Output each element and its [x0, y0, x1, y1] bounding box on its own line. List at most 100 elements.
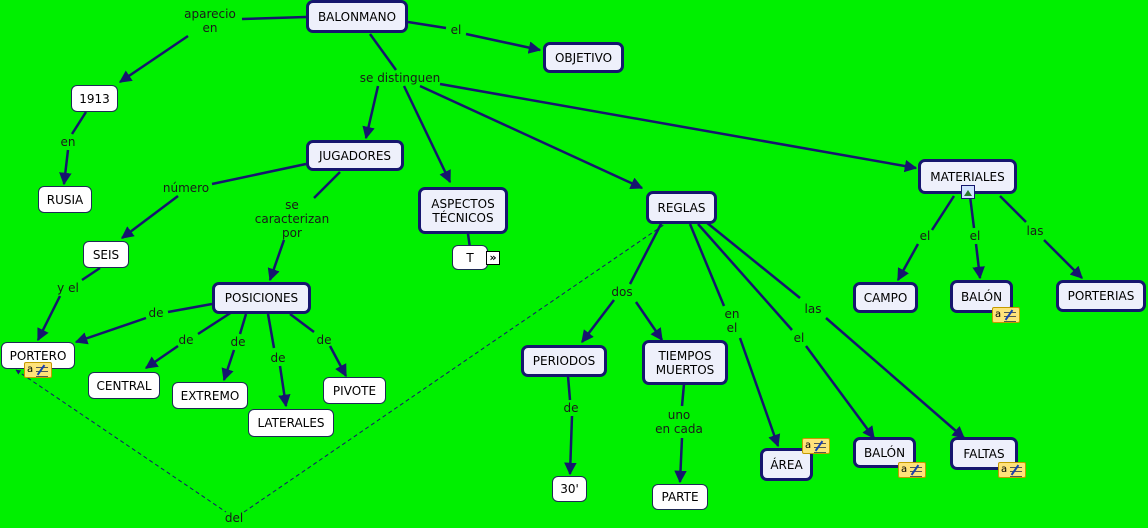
link-mat-el1	[930, 195, 956, 231]
annotation-icon[interactable]: a	[998, 462, 1026, 478]
annotation-icon[interactable]: a	[992, 307, 1020, 323]
image-icon[interactable]	[961, 185, 975, 199]
link-las-faltas	[825, 317, 965, 439]
concept-central[interactable]: CENTRAL	[88, 372, 160, 399]
linking-phrase-se-distinguen: se distinguen	[359, 71, 441, 85]
linking-phrase-las-faltas: las	[804, 302, 822, 316]
concept-parte[interactable]: PARTE	[652, 484, 708, 510]
annotation-icon[interactable]: a	[24, 362, 52, 378]
concept-30[interactable]: 30'	[552, 476, 587, 502]
link-el-balonmat	[972, 243, 985, 280]
concept-extremo[interactable]: EXTREMO	[172, 382, 248, 409]
concept-seis[interactable]: SEIS	[83, 241, 129, 268]
link-jugadores-numero	[211, 162, 307, 186]
linking-phrase-en: en	[60, 135, 76, 149]
link-sd-jugadores	[362, 85, 380, 140]
concept-periodos[interactable]: PERIODOS	[521, 345, 607, 377]
linking-phrase-de-portero: de	[148, 306, 164, 320]
link-en-rusia	[59, 149, 72, 186]
annotation-icon[interactable]: a	[898, 462, 926, 478]
link-pos-de3	[238, 313, 248, 335]
linking-phrase-del: del	[224, 511, 244, 525]
link-reglas-las	[705, 221, 801, 299]
link-tiempos-uno	[680, 383, 686, 407]
linking-phrase-dos: dos	[611, 285, 633, 299]
concept-aspectos-tecnicos[interactable]: ASPECTOS TÉCNICOS	[418, 187, 508, 234]
link-de-laterales	[278, 365, 291, 408]
concept-posiciones[interactable]: POSICIONES	[212, 282, 311, 314]
link-el-campo	[896, 243, 920, 282]
link-secaract-posiciones	[267, 239, 286, 282]
linking-phrase-aparecio-en: aparecio en	[184, 7, 236, 35]
link-mat-las	[999, 195, 1027, 223]
concept-tiempos-muertos[interactable]: TIEMPOS MUERTOS	[642, 340, 728, 385]
link-1913-en	[70, 111, 88, 135]
linking-phrase-de-central: de	[178, 333, 194, 347]
link-de-30	[564, 415, 577, 476]
link-de-portero	[74, 316, 147, 345]
link-dos-periodos	[581, 299, 615, 343]
linking-phrase-de-pivote: de	[316, 333, 332, 347]
linking-phrase-el-campo: el	[919, 229, 931, 243]
link-pos-de2	[197, 310, 233, 336]
concept-area[interactable]: ÁREA	[760, 448, 813, 481]
linking-phrase-se-caracterizan-por: se caracterizan por	[254, 198, 330, 240]
link-pos-de1	[167, 302, 213, 314]
link-enel-area	[738, 337, 781, 448]
link-sd-aspectos	[402, 85, 452, 184]
concept-balonmano[interactable]: BALONMANO	[306, 0, 408, 33]
linking-phrase-en-el: en el	[724, 307, 740, 335]
concept-balon-materiales[interactable]: BALÓN	[950, 280, 1013, 313]
linking-phrase-y-el: y el	[57, 281, 79, 295]
link-reglas-dos	[628, 221, 664, 285]
concept-campo[interactable]: CAMPO	[853, 282, 918, 313]
concept-pivote[interactable]: PIVOTE	[323, 377, 386, 404]
linking-phrase-las-porterias: las	[1026, 224, 1044, 238]
link-de-extremo	[221, 349, 236, 382]
link-seis-yel	[81, 266, 101, 282]
linking-phrase-de-extremo: de	[230, 335, 246, 349]
concept-laterales[interactable]: LATERALES	[248, 409, 334, 437]
concept-balon-reglas[interactable]: BALÓN	[853, 437, 916, 468]
concept-jugadores[interactable]: JUGADORES	[306, 140, 404, 171]
concept-objetivo[interactable]: OBJETIVO	[543, 42, 624, 73]
link-reglas-del	[243, 221, 669, 513]
link-aparecio-1913	[118, 34, 189, 84]
link-reglas-el	[697, 223, 793, 331]
linking-phrase-el-balon: el	[793, 331, 805, 345]
link-jugadores-secaract	[313, 171, 341, 199]
linking-phrase-uno-en-cada: uno en cada	[655, 408, 703, 436]
linking-phrase-de-laterales: de	[270, 351, 286, 365]
link-dos-tiempos	[634, 301, 664, 342]
concept-porterias[interactable]: PORTERIAS	[1056, 280, 1146, 312]
link-reglas-enel	[688, 223, 726, 307]
submap-link-icon[interactable]: »	[486, 251, 500, 265]
link-uno-parte	[674, 437, 687, 484]
link-yel-portero	[36, 295, 62, 342]
linking-phrase-numero: número	[162, 181, 210, 195]
concept-1913[interactable]: 1913	[71, 85, 118, 112]
link-del-portero	[15, 369, 227, 513]
link-el-objetivo	[465, 32, 542, 54]
link-de-pivote	[328, 345, 348, 378]
link-el-balon	[804, 345, 876, 440]
link-sd-reglas	[419, 84, 644, 190]
concept-faltas[interactable]: FALTAS	[950, 437, 1018, 470]
link-mat-el2	[968, 195, 976, 229]
link-las-porterias	[1043, 239, 1083, 279]
link-pos-de5	[289, 313, 315, 333]
link-de-central	[144, 344, 179, 370]
concept-t[interactable]: T	[452, 245, 488, 270]
link-balonmano-el	[407, 20, 447, 30]
annotation-icon[interactable]: a	[802, 438, 830, 454]
concept-rusia[interactable]: RUSIA	[38, 186, 92, 213]
link-balonmano-aparecio	[241, 15, 307, 21]
linking-phrase-de-30: de	[563, 401, 579, 415]
link-balonmano-sedistinguen	[368, 33, 398, 71]
link-pos-de4	[266, 313, 276, 349]
concept-reglas[interactable]: REGLAS	[646, 191, 717, 224]
linking-phrase-el: el	[450, 23, 462, 37]
linking-phrase-el-balon-materiales: el	[969, 229, 981, 243]
link-periodos-de	[566, 375, 572, 401]
